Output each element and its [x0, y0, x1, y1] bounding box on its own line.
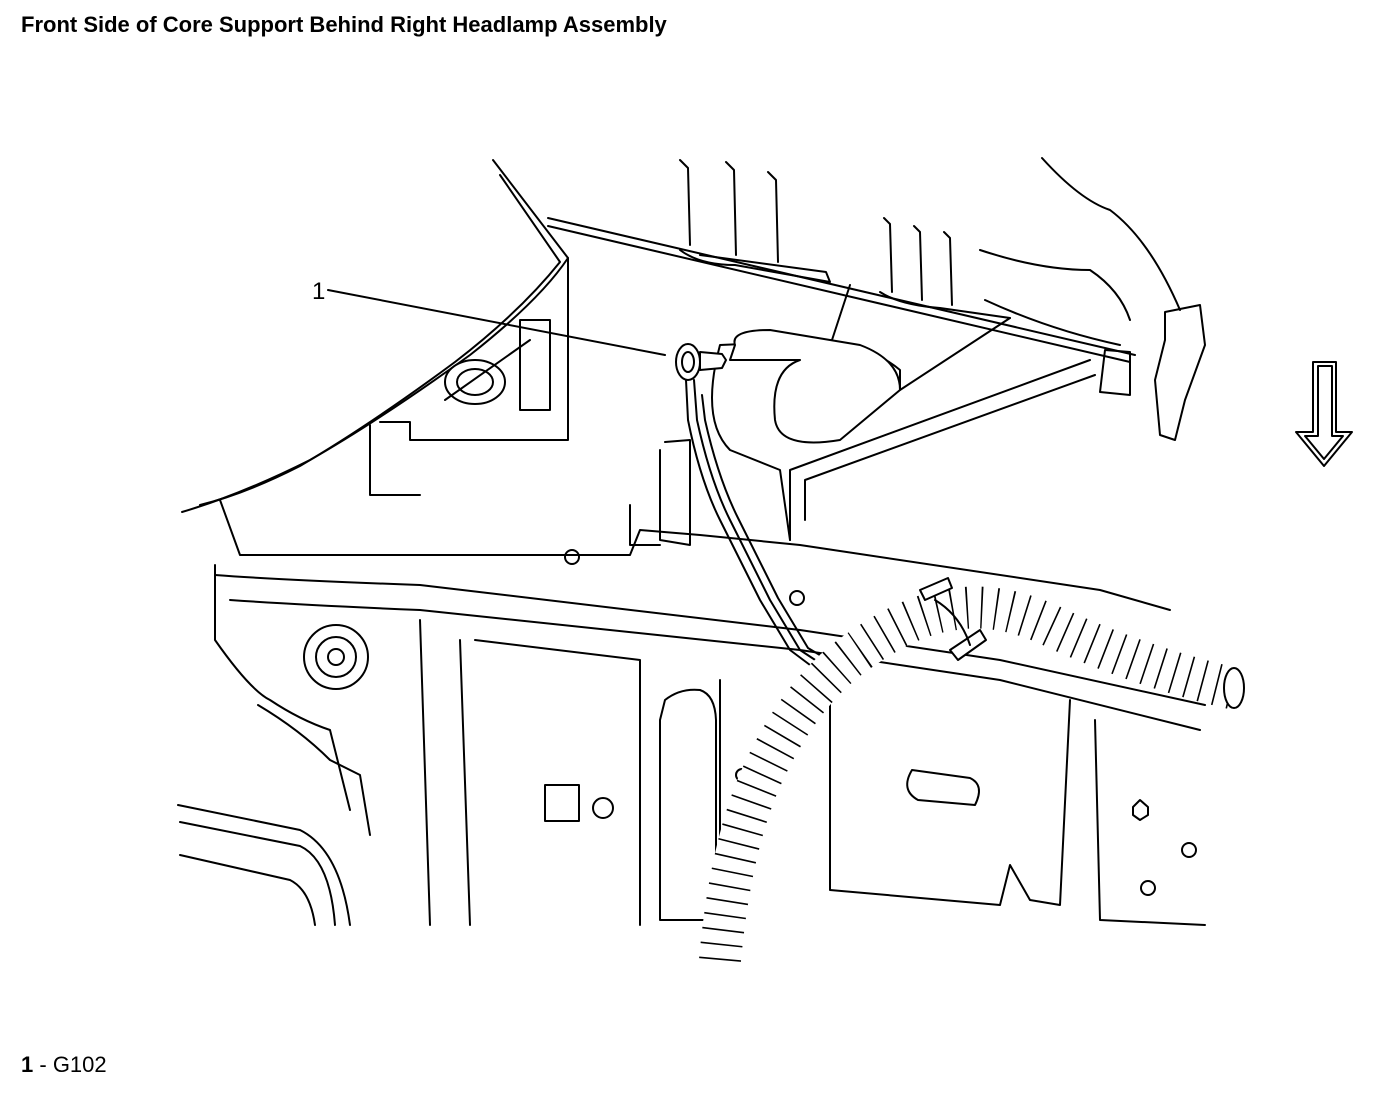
upper-tie-bar — [547, 159, 1136, 396]
lower-frame-rail — [214, 499, 1206, 926]
legend-entry: 1 - G102 — [21, 1052, 107, 1078]
figure-title: Front Side of Core Support Behind Right … — [21, 12, 667, 37]
legend-number: 1 — [21, 1052, 34, 1077]
callout-1-number: 1 — [312, 278, 326, 305]
lower-left-panel — [177, 424, 691, 926]
wiring-harness — [699, 577, 1261, 981]
center-crossmember — [711, 284, 1096, 541]
ground-g102 — [327, 289, 846, 681]
right-bracket — [979, 157, 1206, 441]
legend-separator: - — [33, 1052, 53, 1077]
left-fender-panel — [181, 159, 569, 513]
down-arrow-icon — [1295, 361, 1353, 467]
legend-label: G102 — [52, 1052, 107, 1077]
